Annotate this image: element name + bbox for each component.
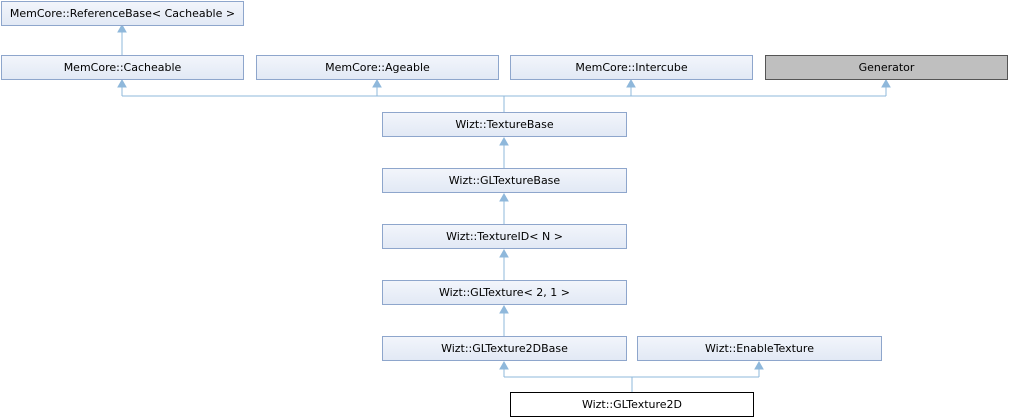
arrow-head xyxy=(499,360,509,370)
node-generator: Generator xyxy=(765,55,1008,80)
arrow-head xyxy=(754,360,764,370)
node-enabletexture[interactable]: Wizt::EnableTexture xyxy=(637,336,882,361)
arrow-head xyxy=(881,78,891,88)
arrow-head xyxy=(499,304,509,314)
node-gltexture[interactable]: Wizt::GLTexture< 2, 1 > xyxy=(382,280,627,305)
node-intercube[interactable]: MemCore::Intercube xyxy=(510,55,753,80)
node-gltexture2d: Wizt::GLTexture2D xyxy=(510,392,754,417)
arrow-head xyxy=(499,248,509,258)
node-cacheable[interactable]: MemCore::Cacheable xyxy=(1,55,244,80)
node-ageable[interactable]: MemCore::Ageable xyxy=(256,55,499,80)
edge-gltexture2d-to-bases xyxy=(503,367,760,392)
arrow-head xyxy=(117,78,127,88)
arrow-head xyxy=(117,23,127,33)
arrow-head xyxy=(626,78,636,88)
arrow-head xyxy=(499,136,509,146)
node-referencebase-cacheable[interactable]: MemCore::ReferenceBase< Cacheable > xyxy=(1,1,244,26)
node-gltexture2dbase[interactable]: Wizt::GLTexture2DBase xyxy=(382,336,627,361)
node-textureid[interactable]: Wizt::TextureID< N > xyxy=(382,224,627,249)
arrow-head xyxy=(372,78,382,88)
edge-texturebase-to-bases xyxy=(121,85,887,112)
node-gltexturebase[interactable]: Wizt::GLTextureBase xyxy=(382,168,627,193)
arrow-head xyxy=(499,192,509,202)
node-texturebase[interactable]: Wizt::TextureBase xyxy=(382,112,627,137)
